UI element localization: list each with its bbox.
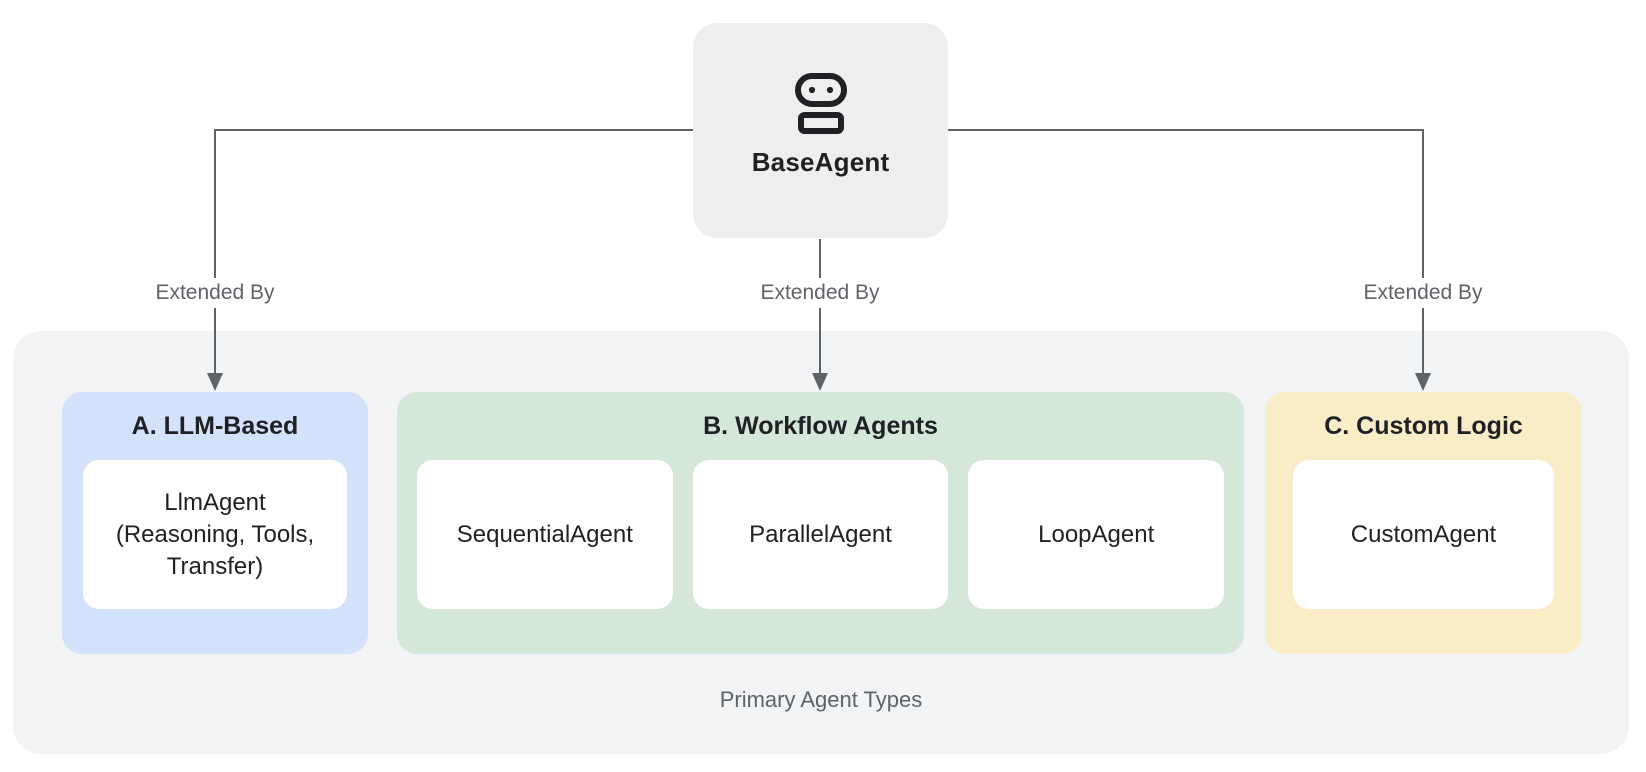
base-agent-node: BaseAgent (693, 23, 948, 238)
card-loop-agent: LoopAgent (968, 460, 1225, 609)
edge-label-left: Extended By (147, 278, 283, 308)
category-llm-based-title: A. LLM-Based (131, 411, 299, 440)
category-llm-based-cards: LlmAgent (Reasoning, Tools, Transfer) (83, 460, 347, 609)
edge-label-right: Extended By (1355, 278, 1491, 308)
category-llm-based: A. LLM-Based LlmAgent (Reasoning, Tools,… (62, 392, 368, 654)
group-caption: Primary Agent Types (719, 687, 923, 712)
card-llm-agent: LlmAgent (Reasoning, Tools, Transfer) (83, 460, 347, 609)
category-workflow-agents: B. Workflow Agents SequentialAgent Paral… (397, 392, 1244, 654)
card-custom-agent: CustomAgent (1293, 460, 1554, 609)
edge-label-middle: Extended By (752, 278, 888, 308)
category-custom-logic-title: C. Custom Logic (1324, 411, 1523, 440)
category-workflow-agents-cards: SequentialAgent ParallelAgent LoopAgent (417, 460, 1225, 609)
card-sequential-agent: SequentialAgent (417, 460, 673, 609)
category-custom-logic-cards: CustomAgent (1293, 460, 1554, 609)
robot-icon (794, 73, 847, 134)
category-workflow-agents-title: B. Workflow Agents (703, 411, 938, 440)
category-custom-logic: C. Custom Logic CustomAgent (1265, 392, 1582, 654)
primary-agent-types-group: A. LLM-Based LlmAgent (Reasoning, Tools,… (13, 331, 1629, 754)
base-agent-label: BaseAgent (751, 147, 890, 177)
card-parallel-agent: ParallelAgent (692, 460, 949, 609)
